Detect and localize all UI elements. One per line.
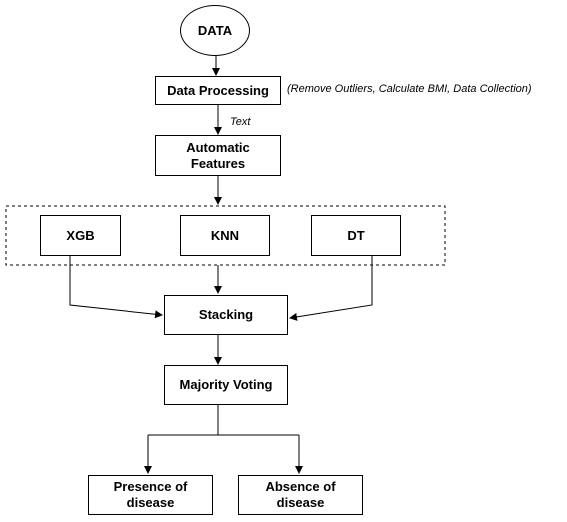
edge-xgb-to-stacking bbox=[69, 256, 163, 319]
node-automatic-features-line2: Features bbox=[190, 155, 246, 171]
node-presence-of-disease: Presence of disease bbox=[88, 475, 213, 515]
node-automatic-features: Automatic Features bbox=[155, 135, 281, 176]
node-absence-of-disease: Absence of disease bbox=[238, 475, 363, 515]
node-absence-line1: Absence of bbox=[265, 479, 336, 494]
edge-dt-to-stacking bbox=[289, 256, 373, 321]
node-xgb: XGB bbox=[40, 215, 121, 256]
node-data-label: DATA bbox=[197, 22, 233, 38]
edge-text-label: Text bbox=[230, 116, 251, 128]
node-presence-line1: Presence of bbox=[113, 479, 188, 494]
node-data-processing-label: Data Processing bbox=[167, 82, 269, 98]
node-xgb-label: XGB bbox=[66, 227, 95, 243]
node-data: DATA bbox=[180, 5, 250, 56]
node-knn-label: KNN bbox=[210, 227, 240, 243]
node-stacking-label: Stacking bbox=[198, 307, 254, 322]
node-stacking: Stacking bbox=[164, 295, 288, 335]
node-presence-line2: disease bbox=[126, 495, 175, 510]
node-majority-voting-label: Majority Voting bbox=[179, 377, 273, 392]
node-dt: DT bbox=[311, 215, 401, 256]
node-majority-voting: Majority Voting bbox=[164, 365, 288, 405]
node-automatic-features-line1: Automatic bbox=[186, 139, 250, 155]
classifier-group-box bbox=[5, 205, 446, 266]
node-knn: KNN bbox=[180, 215, 270, 256]
node-dt-label: DT bbox=[347, 227, 365, 243]
node-absence-line2: disease bbox=[276, 495, 325, 510]
processing-note: (Remove Outliers, Calculate BMI, Data Co… bbox=[287, 83, 532, 95]
node-data-processing: Data Processing bbox=[155, 76, 281, 105]
